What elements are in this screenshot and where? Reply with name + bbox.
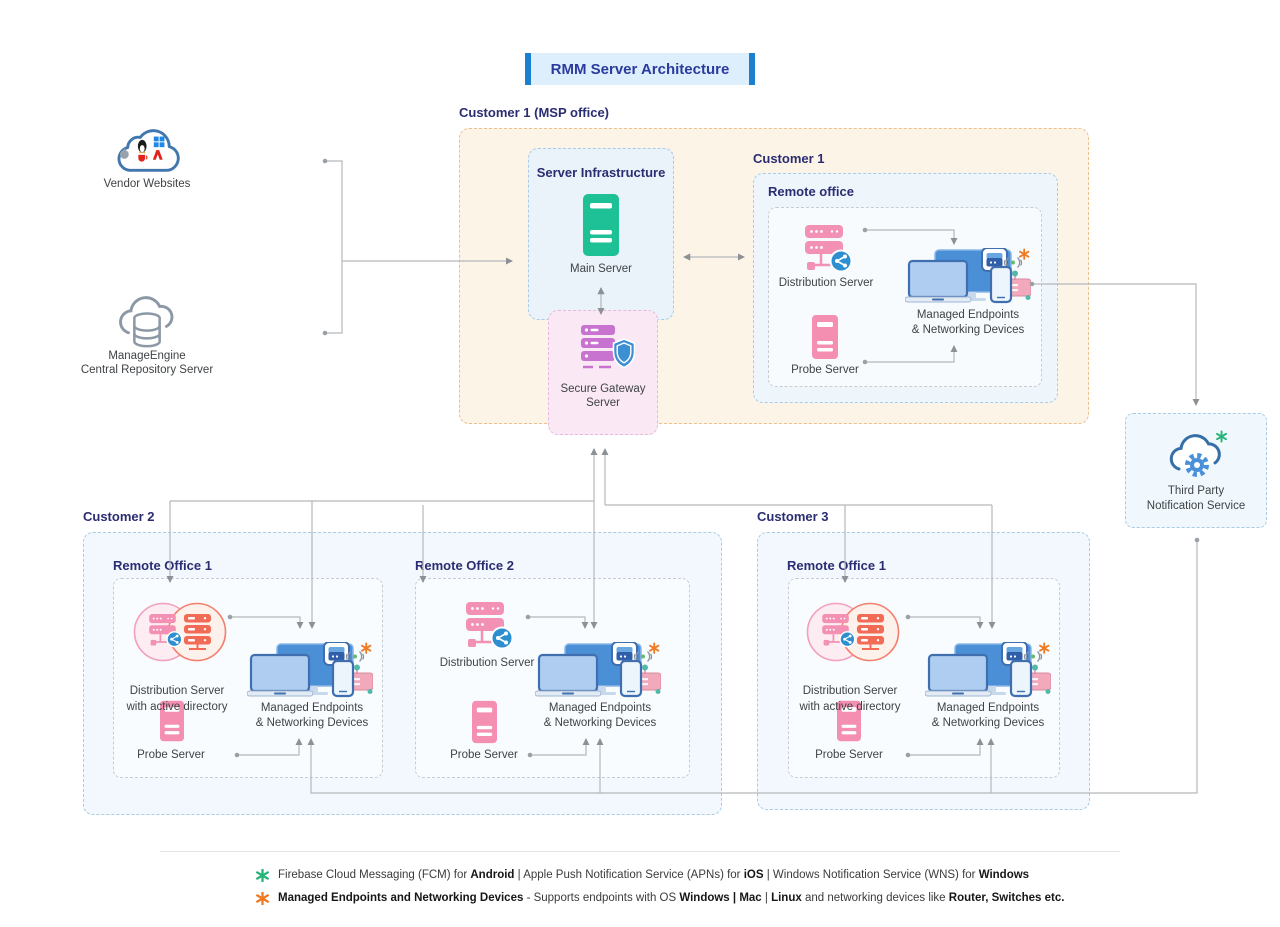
central-repository-cloud-icon [112,291,182,355]
customer1-label: Customer 1 [753,151,825,166]
third-party-label-line2: Notification Service [1146,500,1246,512]
diagram-title-banner: RMM Server Architecture [525,53,755,85]
customer2-label: Customer 2 [83,509,155,524]
vendor-websites-cloud-icon [110,124,186,180]
customer3-managed-endpoints-icon [925,642,1051,698]
repo-label-line2: Central Repository Server [80,364,214,376]
customer2-office1-probe-label: Probe Server [137,749,205,761]
customer2-office2-dist-label: Distribution Server [439,657,535,669]
customer3-distribution-server-ad-icon [806,601,902,663]
secure-gateway-server-icon [577,325,635,371]
customer2-office1-distribution-server-ad-icon [133,601,229,663]
gateway-label-line2: Server [586,397,620,409]
customer2-office1-dist-label-line2: with active directory [126,701,228,713]
customer2-office2-managed-endpoints-icon [535,642,661,698]
gateway-label-line1: Secure Gateway [560,383,646,395]
customer3-endpoints-label-line1: Managed Endpoints [936,702,1040,714]
customer1-distribution-server-label: Distribution Server [778,277,874,289]
customer1-remote-office-title: Remote office [768,184,854,199]
customer2-office2-title: Remote Office 2 [415,558,514,573]
customer1-distribution-server-icon [799,225,853,273]
customer1-probe-server-icon [812,315,838,359]
legend-divider [160,851,1120,852]
customer2-office2-probe-server-icon [472,700,497,744]
customer3-probe-label: Probe Server [815,749,883,761]
msp-box-label: Customer 1 (MSP office) [459,105,610,120]
customer2-office2-endpoints-label-line2: & Networking Devices [543,717,657,729]
customer2-office1-endpoints-label-line2: & Networking Devices [255,717,369,729]
repo-label-line1: ManageEngine [108,350,186,362]
legend-line-2: Managed Endpoints and Networking Devices… [278,892,1065,904]
customer1-endpoints-label-line2: & Networking Devices [911,324,1025,336]
legend-line-1: Firebase Cloud Messaging (FCM) for Andro… [278,869,1030,881]
customer3-label: Customer 3 [757,509,829,524]
customer1-endpoints-label-line1: Managed Endpoints [916,309,1020,321]
customer3-dist-label-line1: Distribution Server [802,685,898,697]
customer1-managed-endpoints-icon [905,248,1031,304]
customer3-endpoints-label-line2: & Networking Devices [931,717,1045,729]
customer2-office1-title: Remote Office 1 [113,558,212,573]
customer2-office1-dist-label-line1: Distribution Server [129,685,225,697]
orange-asterisk-icon [256,892,269,905]
main-server-icon [583,194,619,256]
server-infrastructure-title: Server Infrastructure [536,165,666,180]
customer2-office1-endpoints-label-line1: Managed Endpoints [260,702,364,714]
customer2-office2-probe-label: Probe Server [450,749,518,761]
main-server-label: Main Server [570,263,632,275]
customer2-office2-endpoints-label-line1: Managed Endpoints [548,702,652,714]
green-asterisk-icon [256,869,269,882]
customer1-probe-server-label: Probe Server [791,364,859,376]
vendor-websites-label: Vendor Websites [103,178,191,190]
page-title: RMM Server Architecture [550,60,730,78]
customer2-office1-managed-endpoints-icon [247,642,373,698]
third-party-notification-icon [1164,429,1230,481]
third-party-label-line1: Third Party [1167,485,1225,497]
customer3-office1-title: Remote Office 1 [787,558,886,573]
customer2-office2-distribution-server-icon [460,602,514,650]
